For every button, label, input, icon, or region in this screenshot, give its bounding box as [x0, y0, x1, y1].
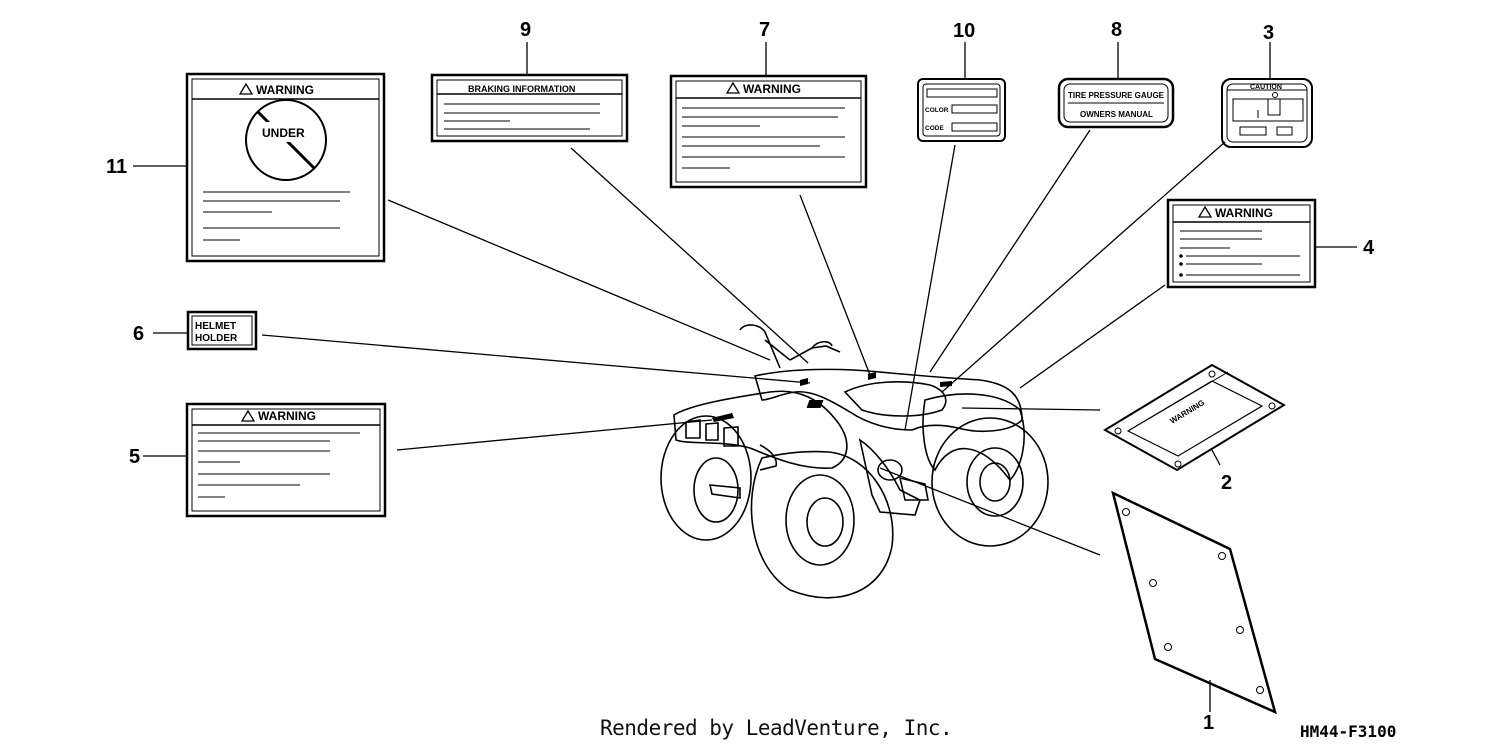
decal-10-color-code[interactable]	[917, 78, 1006, 142]
decal-6-helmet-holder[interactable]	[186, 310, 258, 351]
callout-10: 10	[953, 20, 975, 42]
decal-7-warning-text: WARNING	[743, 82, 801, 96]
callout-3: 3	[1263, 22, 1274, 44]
callout-6: 6	[133, 323, 144, 345]
callout-4: 4	[1363, 237, 1375, 259]
decal-8-manual-text: OWNERS MANUAL	[1080, 110, 1153, 119]
decal-11-warning-text: WARNING	[256, 83, 314, 97]
plate-2-warning-text: WARNING	[1168, 398, 1206, 426]
leader-lines	[133, 42, 1357, 712]
decal-3-caution-text: CAUTION	[1250, 84, 1282, 91]
decal-8-tire-text: TIRE PRESSURE GAUGE	[1068, 91, 1165, 100]
decal-4-warning-text: WARNING	[1215, 206, 1273, 220]
decal-9-braking-information[interactable]	[430, 73, 629, 143]
callout-7: 7	[759, 19, 770, 41]
callout-1: 1	[1203, 712, 1214, 734]
decal-4-warning[interactable]	[1166, 198, 1317, 289]
callout-11: 11	[106, 156, 127, 178]
decal-11-under-warning[interactable]	[185, 72, 386, 263]
callout-9: 9	[520, 19, 531, 41]
decal-10-color-text: COLOR	[925, 107, 949, 114]
callout-numbers: 1 2 3 4 5 6 7 8 9 10 11	[106, 19, 1375, 734]
decal-5-warning-text: WARNING	[258, 409, 316, 423]
decal-9-braking-text: BRAKING INFORMATION	[468, 84, 575, 94]
decal-5-warning[interactable]	[185, 402, 387, 518]
callout-2: 2	[1221, 472, 1232, 494]
decal-6-holder-text: HOLDER	[195, 333, 238, 344]
callout-5: 5	[129, 446, 140, 468]
decal-3-caution[interactable]	[1221, 78, 1313, 148]
plate-1[interactable]	[1111, 490, 1277, 715]
decal-11-under-text: UNDER	[262, 126, 305, 140]
plate-2-warning[interactable]	[1103, 363, 1286, 472]
decal-texts: WARNING UNDER BRAKING INFORMATION WARNIN…	[195, 82, 1282, 426]
decal-7-warning[interactable]	[669, 74, 868, 189]
atv-illustration	[660, 324, 1049, 599]
decal-8-tire-pressure-gauge[interactable]	[1057, 77, 1175, 129]
rendered-by-footer: Rendered by LeadVenture, Inc.	[600, 716, 953, 740]
callout-8: 8	[1111, 19, 1122, 41]
diagram-code: HM44-F3100	[1300, 722, 1397, 741]
decal-6-helmet-text: HELMET	[195, 321, 236, 332]
decal-10-code-text: CODE	[925, 125, 944, 132]
